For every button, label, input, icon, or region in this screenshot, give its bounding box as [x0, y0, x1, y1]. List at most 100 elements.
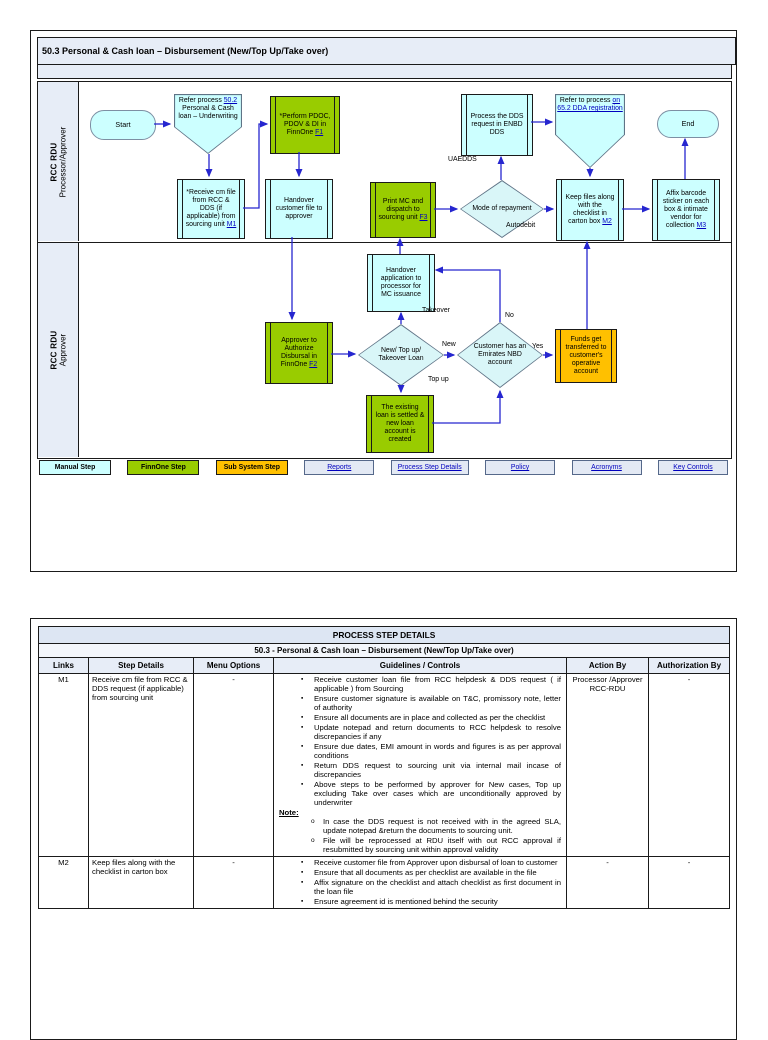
edge-label-autodebit: Autodebit	[506, 222, 536, 229]
cell-step-details: Keep files along with the checklist in c…	[88, 856, 194, 909]
node-text: Handover customer file to approver	[275, 196, 323, 221]
table-title-row: PROCESS STEP DETAILS	[37, 626, 731, 644]
cell-guidelines: Receive customer file from Approver upon…	[273, 856, 567, 909]
link-M3[interactable]: M3	[696, 222, 707, 230]
node-approver-authorize-f2: Approver to Authorize Disbursal in FinnO…	[265, 322, 333, 384]
node-start: Start	[90, 110, 156, 140]
bullet-item: Ensure agreement id is mentioned behind …	[301, 897, 561, 906]
node-receive-cm-file-m1: *Receive cm file from RCC & DDS (if appl…	[177, 179, 245, 239]
node-text: Keep files along with the checklist in c…	[565, 193, 615, 226]
node-text: Approver to Authorize Disbursal in FinnO…	[280, 336, 318, 369]
guidelines-bullet-list: Receive customer file from Approver upon…	[277, 858, 563, 906]
node-handover-application-mc: Handover application to processor for MC…	[367, 254, 435, 312]
col-header-authorization-by: Authorization By	[647, 657, 731, 674]
col-header-step-details: Step Details	[88, 657, 194, 674]
link-F2[interactable]: F2	[309, 361, 318, 369]
cell-menu-options: -	[193, 856, 274, 909]
policy-link[interactable]: Policy	[510, 464, 530, 471]
bullet-item: Above steps to be performed by approver …	[301, 780, 561, 807]
node-refer-process-50-2: Refer process 50.2 Personal & Cash loan …	[174, 94, 242, 154]
link-M1[interactable]: M1	[226, 221, 237, 229]
cell-menu-options: -	[193, 673, 274, 857]
key-controls-link[interactable]: Key Controls	[673, 464, 713, 471]
process-step-details-link[interactable]: Process Step Details	[397, 464, 462, 471]
note-label: Note:	[279, 808, 299, 817]
legend-link-reports[interactable]: Reports	[304, 460, 375, 475]
reports-link[interactable]: Reports	[327, 464, 352, 471]
cell-action-by: -	[566, 856, 649, 909]
link-F1[interactable]: F1	[315, 129, 324, 137]
swimlane-label-approver: RCC RDU Approver	[38, 242, 79, 457]
link-F3[interactable]: F3	[419, 214, 428, 222]
link-50-2[interactable]: 50.2	[223, 97, 238, 104]
document-page-2: PROCESS STEP DETAILS 50.3 - Personal & C…	[30, 618, 737, 1040]
table-title: PROCESS STEP DETAILS	[37, 626, 731, 644]
table-header-row: Links Step Details Menu Options Guidelin…	[38, 657, 731, 674]
edge-label-top-up: Top up	[428, 376, 449, 383]
lane-role: Processor/Approver	[58, 126, 68, 197]
node-mode-of-repayment-decision: Mode of repayment	[460, 180, 544, 238]
legend-subsystem-step: Sub System Step	[215, 460, 288, 475]
link-65-2-dda[interactable]: on 65.2 DDA registration	[557, 97, 623, 113]
node-handover-customer-file: Handover customer file to approver	[265, 179, 333, 239]
legend-label: Sub System Step	[223, 464, 280, 471]
bullet-item: Ensure all documents are in place and co…	[301, 713, 561, 722]
table-row-m1: M1 Receive cm file from RCC & DDS reques…	[38, 673, 731, 857]
title-sub-bar	[37, 64, 732, 79]
edge-label-new: New	[442, 341, 456, 348]
node-existing-loan-settled: The existing loan is settled & new loan …	[366, 395, 434, 453]
process-step-details-table: PROCESS STEP DETAILS 50.3 - Personal & C…	[37, 626, 731, 909]
node-text: Start	[115, 119, 131, 129]
col-header-guidelines: Guidelines / Controls	[273, 657, 567, 674]
cell-authorization-by: -	[647, 673, 731, 857]
node-text: End	[681, 118, 695, 128]
node-print-mc-f3: Print MC and dispatch to sourcing unit F…	[370, 182, 436, 238]
node-text: Customer has an Emirates NBD account	[473, 342, 527, 367]
table-row-m2: M2 Keep files along with the checklist i…	[38, 856, 731, 909]
note-list: In case the DDS request is not received …	[277, 817, 563, 854]
page-title-bar: 50.3 Personal & Cash loan – Disbursement…	[37, 37, 736, 65]
node-text: Affix barcode sticker on each box & inti…	[662, 189, 710, 230]
legend-link-acronyms[interactable]: Acronyms	[571, 460, 642, 475]
node-affix-barcode-m3: Affix barcode sticker on each box & inti…	[652, 179, 720, 241]
edge-label-uaedds: UAEDDS	[448, 156, 477, 163]
node-text: Handover application to processor for MC…	[380, 266, 422, 299]
col-header-menu-options: Menu Options	[193, 657, 274, 674]
node-funds-transferred: Funds get transferred to customer's oper…	[555, 329, 617, 383]
page-title: 50.3 Personal & Cash loan – Disbursement…	[42, 46, 329, 56]
lane-group: RCC RDU	[49, 330, 58, 369]
node-text: Mode of repayment	[472, 204, 532, 212]
node-text: Print MC and dispatch to sourcing unit F…	[378, 197, 428, 222]
bullet-item: Return DDS request to sourcing unit via …	[301, 761, 561, 779]
cell-step-details: Receive cm file from RCC & DDS request (…	[88, 673, 194, 857]
node-text: Refer process 50.2 Personal & Cash loan …	[178, 97, 238, 121]
acronyms-link[interactable]: Acronyms	[591, 464, 622, 471]
node-loan-type-decision: New/ Top up/ Takeover Loan	[358, 324, 444, 386]
legend-link-policy[interactable]: Policy	[485, 460, 556, 475]
table-subtitle: 50.3 - Personal & Cash loan – Disburseme…	[37, 643, 731, 658]
node-text: Funds get transferred to customer's oper…	[565, 335, 607, 376]
bullet-item: Receive customer file from Approver upon…	[301, 858, 561, 867]
node-process-dds-request: Process the DDS request in ENBD DDS	[461, 94, 533, 156]
legend-link-process-step-details[interactable]: Process Step Details	[390, 460, 469, 475]
edge-label-yes: Yes	[532, 343, 544, 350]
link-M2[interactable]: M2	[602, 218, 612, 226]
cell-link: M1	[38, 673, 89, 857]
legend-link-key-controls[interactable]: Key Controls	[657, 460, 728, 475]
node-perform-pdoc-f1: *Perform PDOC, PDOV & DI in FinnOne F1	[270, 96, 340, 154]
node-text: New/ Top up/ Takeover Loan	[378, 346, 424, 362]
node-end: End	[657, 110, 719, 138]
node-refer-process-65-2: Refer to process on 65.2 DDA registratio…	[555, 94, 625, 168]
legend-row: Manual Step FinnOne Step Sub System Step…	[39, 460, 728, 475]
node-customer-nbd-decision: Customer has an Emirates NBD account	[457, 322, 543, 388]
guidelines-bullet-list: Receive customer loan file from RCC help…	[277, 675, 563, 807]
legend-finnone-step: FinnOne Step	[127, 460, 200, 475]
bullet-item: In case the DDS request is not received …	[311, 817, 561, 835]
legend-label: FinnOne Step	[141, 464, 186, 471]
swimlane-label-processor-approver: RCC RDU Processor/Approver	[38, 82, 79, 241]
lane-divider	[38, 242, 731, 243]
document-page-1: 50.3 Personal & Cash loan – Disbursement…	[30, 30, 737, 572]
node-text: The existing loan is settled & new loan …	[375, 403, 425, 444]
legend-label: Manual Step	[54, 464, 96, 471]
node-text: Refer to process on 65.2 DDA registratio…	[557, 97, 623, 113]
